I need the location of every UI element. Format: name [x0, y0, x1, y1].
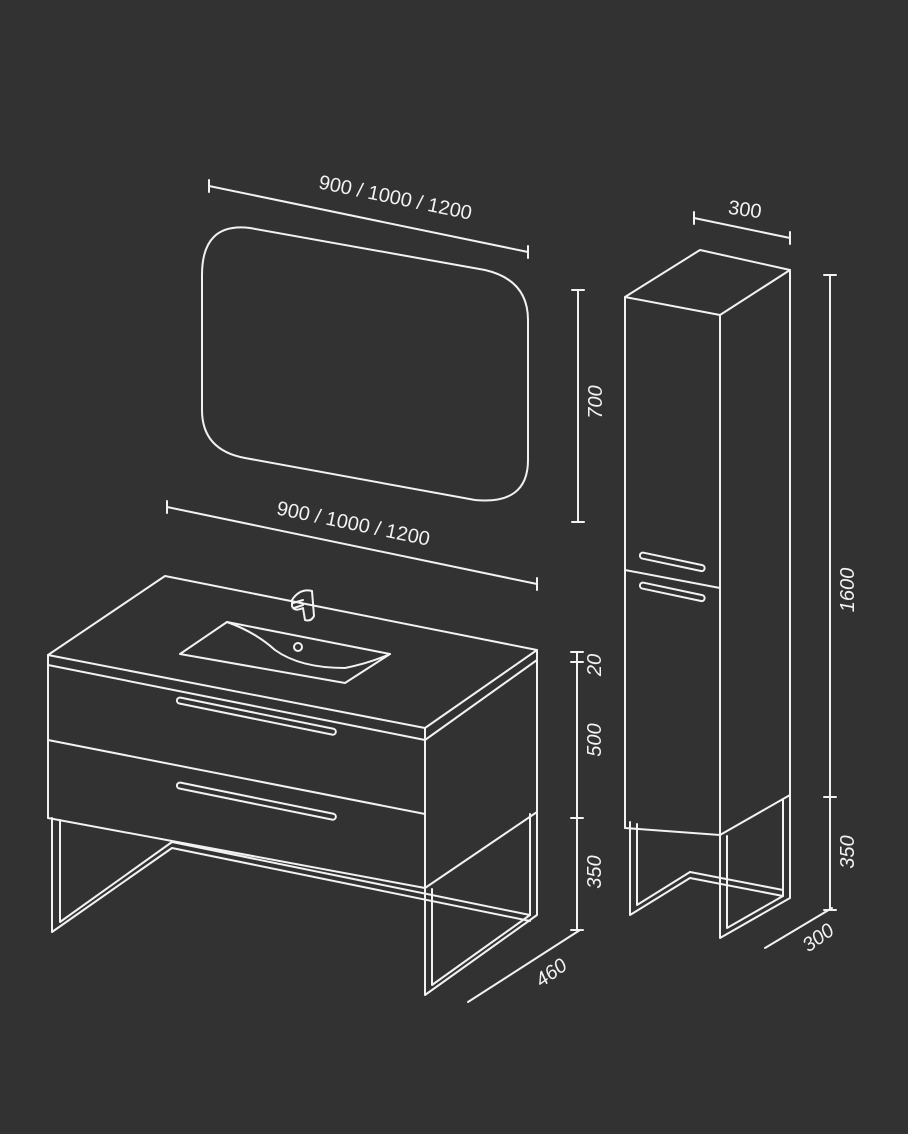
vanity-body-height-label: 500 [584, 723, 606, 756]
cabinet-height-label: 1600 [837, 568, 859, 613]
faucet [291, 589, 315, 622]
vanity-leg-height-label: 350 [584, 855, 606, 888]
vanity-height-dimension: 20 500 350 [570, 651, 606, 931]
cabinet-height-dimension: 1600 350 [823, 274, 859, 911]
tall-cabinet [624, 249, 791, 939]
drawer-handle-bottom [175, 781, 337, 821]
vanity-unit [47, 575, 538, 996]
drain [293, 642, 303, 652]
countertop-thickness-label: 20 [584, 654, 606, 677]
cabinet-handle-top [638, 551, 706, 573]
mirror-height-dimension: 700 [571, 289, 607, 523]
mirror [201, 226, 529, 502]
cabinet-width-label: 300 [727, 197, 763, 223]
mirror-height-label: 700 [585, 385, 607, 418]
cabinet-handle-bottom [638, 581, 706, 603]
cabinet-leg-height-label: 350 [837, 835, 859, 868]
drawer-handle-top [175, 696, 337, 736]
cabinet-width-dimension: 300 [693, 197, 791, 245]
